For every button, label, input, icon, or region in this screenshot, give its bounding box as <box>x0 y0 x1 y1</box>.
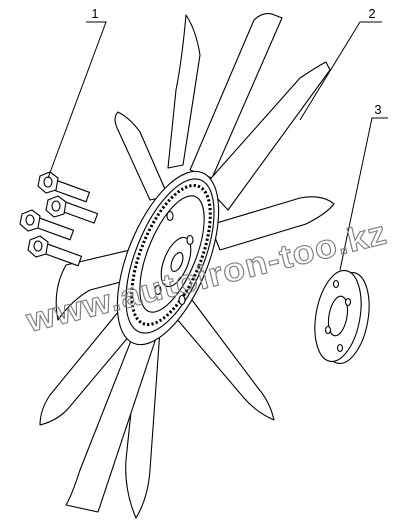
fan-blade-right-lower <box>209 196 335 251</box>
leader-2 <box>299 21 382 121</box>
bolt <box>37 171 91 203</box>
callout-leaders <box>47 21 388 271</box>
fan-blade-lower-left <box>65 317 159 513</box>
hub-center-bore <box>170 251 184 273</box>
fan-blade-upper-right <box>189 13 283 179</box>
disc-hole <box>344 297 352 307</box>
hub-tooth-ring <box>130 183 212 327</box>
hub-hole <box>178 294 186 306</box>
bolt <box>45 195 99 224</box>
callout-number-1: 1 <box>91 6 98 21</box>
leader-1 <box>47 21 107 179</box>
fan-blade-left <box>39 299 147 426</box>
spacer-disc <box>314 269 370 365</box>
fan-blade-lower-right <box>175 299 275 421</box>
hub-hole <box>166 210 174 222</box>
hub-hole <box>154 284 162 296</box>
fan-blade-left-upper <box>55 249 137 321</box>
callout-number-2: 2 <box>368 6 375 21</box>
bolt <box>27 235 83 267</box>
callout-number-3: 3 <box>374 102 381 117</box>
hub-hole <box>186 234 194 246</box>
disc-center <box>327 295 349 337</box>
disc-hole <box>336 343 344 353</box>
fan-blade-top <box>167 14 201 169</box>
bolts <box>19 171 99 267</box>
fan-blade-right <box>204 61 331 211</box>
fan-blade-upper-left <box>114 111 169 201</box>
fan-hub <box>116 170 220 346</box>
disc-hole <box>324 325 332 335</box>
fan-blades <box>39 13 335 519</box>
leader-3 <box>339 117 388 271</box>
fan-blade-bottom <box>125 324 161 519</box>
bolt <box>19 209 75 241</box>
disc-hole <box>332 279 340 289</box>
